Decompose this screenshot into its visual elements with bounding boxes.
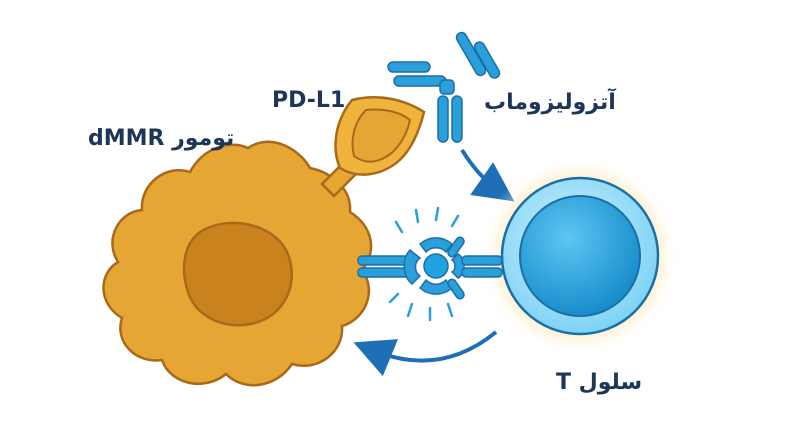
receptor-complex (357, 236, 503, 300)
pd-l1-label: PD-L1 (272, 88, 346, 113)
pd-l1-molecule (320, 96, 426, 198)
t-cell-label: سلول T (556, 370, 643, 395)
arrow-antibody-to-tcell (460, 148, 515, 202)
antibody-label: آتزولیزوماب (484, 90, 616, 115)
tumor-label: تومور dMMR (88, 126, 235, 151)
tumor-nucleus (182, 221, 294, 327)
t-cell-inner (519, 195, 641, 317)
tumor-cell (102, 140, 373, 387)
t-cell (480, 156, 680, 356)
pd-l1-shield-inner (351, 108, 412, 163)
atezolizumab-antibody (387, 31, 501, 143)
arrow-tcell-to-tumor (353, 330, 498, 377)
signal-sparks (388, 206, 460, 322)
